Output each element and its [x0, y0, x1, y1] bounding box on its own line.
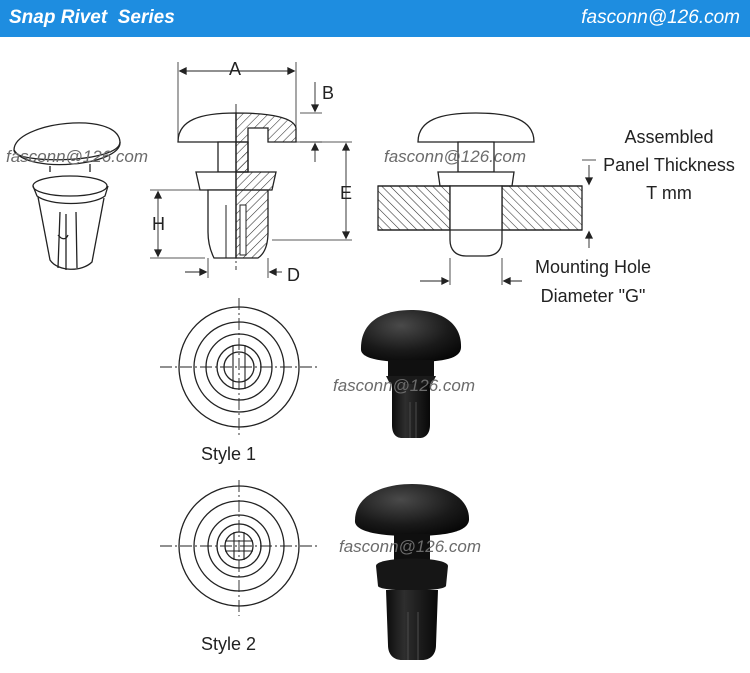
style1-top-view — [160, 298, 318, 438]
style1-label: Style 1 — [201, 444, 257, 464]
isometric-sketch — [13, 122, 121, 270]
assembled-label-line1: Assembled — [624, 127, 714, 147]
dimension-h-label: H — [152, 214, 165, 234]
header-bar: Snap Rivet Series fasconn@126.com — [0, 0, 750, 37]
assembled-panel-drawing — [377, 112, 596, 286]
dimension-e-label: E — [340, 183, 353, 203]
watermark: fasconn@126.com — [339, 537, 482, 556]
assembled-label-line3: T mm — [646, 183, 692, 203]
watermark: fasconn@126.com — [6, 147, 149, 166]
dimension-a-label: A — [229, 59, 242, 79]
dimension-b-label: B — [322, 83, 335, 103]
style1-rivet-photo — [360, 310, 462, 438]
cross-section-drawing — [150, 62, 352, 278]
dimension-d-label: D — [287, 265, 300, 285]
header-email: fasconn@126.com — [581, 7, 740, 28]
assembled-label-line2: Panel Thickness — [603, 155, 735, 175]
mounting-label-line1: Mounting Hole — [534, 257, 652, 277]
style2-top-view — [160, 480, 318, 616]
watermark: fasconn@126.com — [384, 147, 527, 166]
style2-label: Style 2 — [201, 634, 257, 654]
series-title: Snap Rivet Series — [9, 7, 175, 28]
style2-rivet-photo — [354, 484, 470, 660]
watermark: fasconn@126.com — [333, 376, 476, 395]
mounting-label-line2: Diameter "G" — [540, 286, 646, 306]
